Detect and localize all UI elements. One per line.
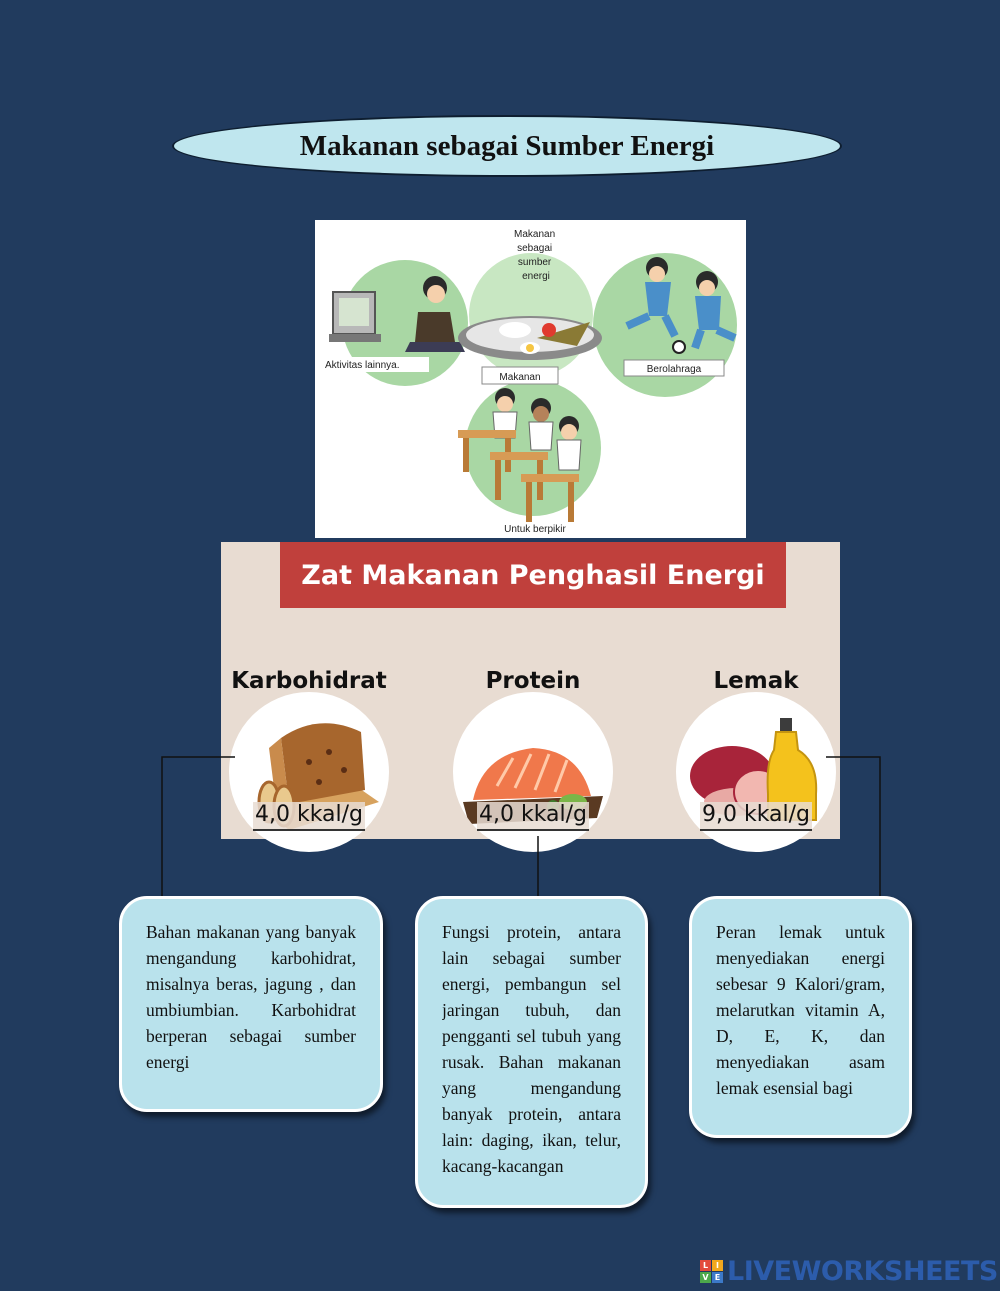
nutrient-karbohidrat: Karbohidrat 4,0 kkal/g (224, 668, 394, 852)
center-label-line-1: Makanan (514, 229, 555, 240)
watermark-text: LIVEWORKSHEETS (727, 1256, 998, 1287)
sport-label-bg (623, 359, 725, 377)
nutrient-name: Lemak (713, 668, 799, 694)
nutrient-name: Protein (485, 668, 581, 694)
box-protein-text: Fungsi protein, antara lain sebagai sumb… (442, 922, 621, 1176)
liveworksheets-logo-icon: L I V E (700, 1260, 723, 1283)
nutrient-name: Karbohidrat (231, 668, 387, 694)
box-karbohidrat: Bahan makanan yang banyak mengandung kar… (119, 896, 383, 1112)
energy-illustration: Makanan sebagai sumber energi Aktivitas … (315, 220, 746, 538)
plate-icon (458, 316, 602, 360)
students-desks-icon (458, 388, 582, 522)
center-label: Makanan sebagai sumber energi (514, 229, 558, 282)
activities-label-bg (319, 357, 429, 372)
nutrient-value: 4,0 kkal/g (224, 802, 394, 831)
thinking-label: Untuk berpikir (504, 524, 566, 535)
food-label-bg (481, 366, 559, 385)
box-lemak-text: Peran lemak untuk menyediakan energi seb… (716, 922, 885, 1098)
center-label-line-4: energi (522, 271, 550, 282)
liveworksheets-watermark: L I V E LIVEWORKSHEETS (700, 1256, 998, 1287)
food-label: Makanan (499, 372, 540, 383)
nutrient-banner: Zat Makanan Penghasil Energi (280, 542, 786, 608)
box-karbohidrat-text: Bahan makanan yang banyak mengandung kar… (146, 922, 356, 1072)
running-kids-icon (625, 257, 737, 354)
box-lemak: Peran lemak untuk menyediakan energi seb… (689, 896, 912, 1138)
box-protein: Fungsi protein, antara lain sebagai sumb… (415, 896, 648, 1208)
page-title: Makanan sebagai Sumber Energi (299, 129, 715, 162)
nutrient-lemak: Lemak 9,0 kkal/g (671, 668, 841, 852)
tv-gaming-icon (329, 276, 465, 352)
activities-label: Aktivitas lainnya. (325, 360, 399, 371)
nutrient-value: 9,0 kkal/g (671, 802, 841, 831)
nutrient-panel: Zat Makanan Penghasil Energi Karbohidrat… (221, 542, 840, 852)
nutrient-protein: Protein 4,0 kkal/g (448, 668, 618, 852)
center-label-line-2: sebagai (517, 243, 552, 254)
title-oval: Makanan sebagai Sumber Energi (172, 115, 842, 177)
energy-diagram: Makanan sebagai sumber energi Aktivitas … (319, 229, 737, 535)
sport-label: Berolahraga (647, 364, 702, 375)
center-label-line-3: sumber (518, 257, 552, 268)
nutrient-value: 4,0 kkal/g (448, 802, 618, 831)
